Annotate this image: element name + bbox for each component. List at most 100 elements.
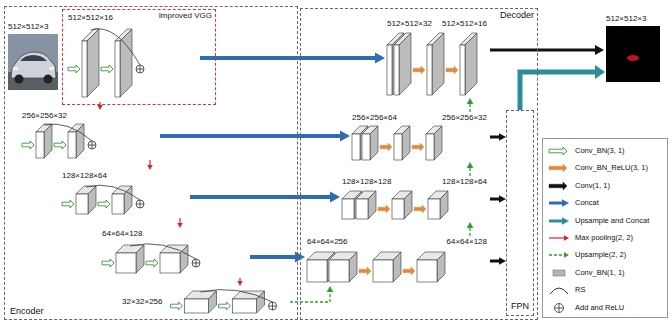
feature-stage: 256×256×32 <box>20 110 160 160</box>
upsample-arrow <box>467 222 474 236</box>
legend-sample <box>547 232 571 244</box>
feature-map <box>373 260 393 282</box>
add-relu-symbol <box>192 259 200 267</box>
dimension-label: 128×128×64 <box>442 177 487 187</box>
legend-sample <box>553 270 565 276</box>
concat-arrow <box>160 131 350 142</box>
legend-row: Conv_BN_ReLU(3, 1) <box>547 161 648 175</box>
add-relu-symbol <box>136 65 144 73</box>
vgg-block: 512×512×16Improved VGG <box>62 9 216 105</box>
residual-arc <box>130 244 196 259</box>
residual-arc <box>44 124 92 141</box>
feature-map <box>87 29 99 97</box>
legend-row: Max pooling(2, 2) <box>547 231 633 245</box>
conv-1x1-arrow <box>490 260 500 263</box>
feature-map <box>349 252 357 282</box>
car-wheel <box>15 75 24 84</box>
arrow-head <box>97 105 103 110</box>
input-size: 512×512×3 <box>8 22 49 32</box>
feature-map <box>417 260 437 282</box>
feature-map <box>394 134 402 160</box>
conv-arrow <box>171 302 183 310</box>
arrow-head <box>147 165 153 170</box>
dimension-label: 128×128×64 <box>62 171 107 181</box>
legend-sample <box>562 199 569 207</box>
dimension-label: 512×512×32 <box>387 19 432 29</box>
feature-map <box>342 199 354 219</box>
arrow-head <box>177 223 183 228</box>
conv-arrow <box>380 143 392 151</box>
feature-stage: 512×512×16 <box>66 12 200 102</box>
legend-text: Add and ReLU <box>575 303 624 313</box>
legend-row: RS <box>547 283 585 297</box>
feature-map <box>76 194 88 214</box>
output-conv-arrow <box>595 45 604 55</box>
output-conv-arrow <box>490 49 596 52</box>
legend-text: Conv_BN(3, 1) <box>575 146 625 156</box>
feature-map <box>120 29 132 97</box>
legend-sample <box>549 164 567 172</box>
output-size: 512×512×3 <box>606 14 647 24</box>
decoder-box: 512×512×32 512×512×16 256×256×64256×256×32… <box>300 8 538 320</box>
conv-1x1-arrow <box>490 195 506 203</box>
legend-sample <box>547 215 571 227</box>
concat-arrow <box>250 255 296 259</box>
dimension-label: 64×64×128 <box>447 237 488 247</box>
group-label: FPN <box>511 301 529 311</box>
add-relu-symbol <box>555 303 564 312</box>
feature-stage: 32×32×256 <box>120 286 290 318</box>
concat-arrow <box>200 56 376 60</box>
conv-arrow <box>403 267 415 275</box>
concat-arrow <box>190 192 340 203</box>
add-relu-symbol <box>136 200 144 208</box>
feature-map <box>160 253 180 273</box>
feature-map <box>257 291 265 313</box>
conv-arrow <box>219 302 231 310</box>
legend-sample <box>547 302 571 314</box>
legend-text: Conv(1, 1) <box>575 181 610 191</box>
dimension-label: 512×512×16 <box>442 19 487 29</box>
legend-sample <box>547 267 571 279</box>
feature-stage: 128×128×64 <box>60 170 190 218</box>
add-relu-symbol <box>88 141 96 149</box>
max-pool-arrow <box>147 160 153 170</box>
conv-arrow <box>359 267 371 275</box>
conv-1x1-arrow <box>490 133 506 141</box>
add-relu-symbol <box>269 302 277 310</box>
dimension-label: 64×64×256 <box>307 237 348 247</box>
legend-sample <box>547 249 571 261</box>
group-label: Encoder <box>10 306 44 316</box>
conv-arrow <box>102 259 114 267</box>
feature-map <box>185 299 209 313</box>
upsample-arrow <box>469 167 470 176</box>
conv-1x1-arrow <box>490 136 500 139</box>
feature-map <box>437 252 445 282</box>
feature-map <box>402 126 410 160</box>
encoder-box: 512×512×16Improved VGG256×256×32 128×128×… <box>4 6 298 320</box>
arrow-head <box>375 53 385 64</box>
legend-box: Conv_BN(3, 1) Conv_BN_ReLU(3, 1) Conv(1, 1… <box>542 138 668 318</box>
feature-map <box>404 191 412 219</box>
legend-sample <box>549 237 564 238</box>
feature-map <box>427 45 432 95</box>
conv-arrow <box>446 66 458 74</box>
residual-arc <box>86 185 140 200</box>
feature-map <box>356 199 368 219</box>
legend-text: Max pooling(2, 2) <box>575 233 633 243</box>
arrow-head <box>330 192 340 203</box>
decoder-stage: 128×128×128128×128×64 <box>340 176 490 222</box>
feature-map <box>36 132 44 158</box>
feature-map <box>440 191 448 219</box>
feature-map <box>393 252 401 282</box>
max-pool-arrow <box>237 278 243 286</box>
fpn-upsample-arrow <box>520 72 595 110</box>
legend-sample <box>562 217 569 225</box>
legend-row: Conv(1, 1) <box>547 179 610 193</box>
residual-arc <box>91 29 141 65</box>
feature-map <box>352 134 360 160</box>
feature-map <box>180 245 188 273</box>
concat-arrow <box>200 53 385 64</box>
dimension-label: 512×512×16 <box>68 13 113 23</box>
legend-sample <box>549 147 567 155</box>
decoder-stage: 256×256×64256×256×32 <box>350 112 490 162</box>
